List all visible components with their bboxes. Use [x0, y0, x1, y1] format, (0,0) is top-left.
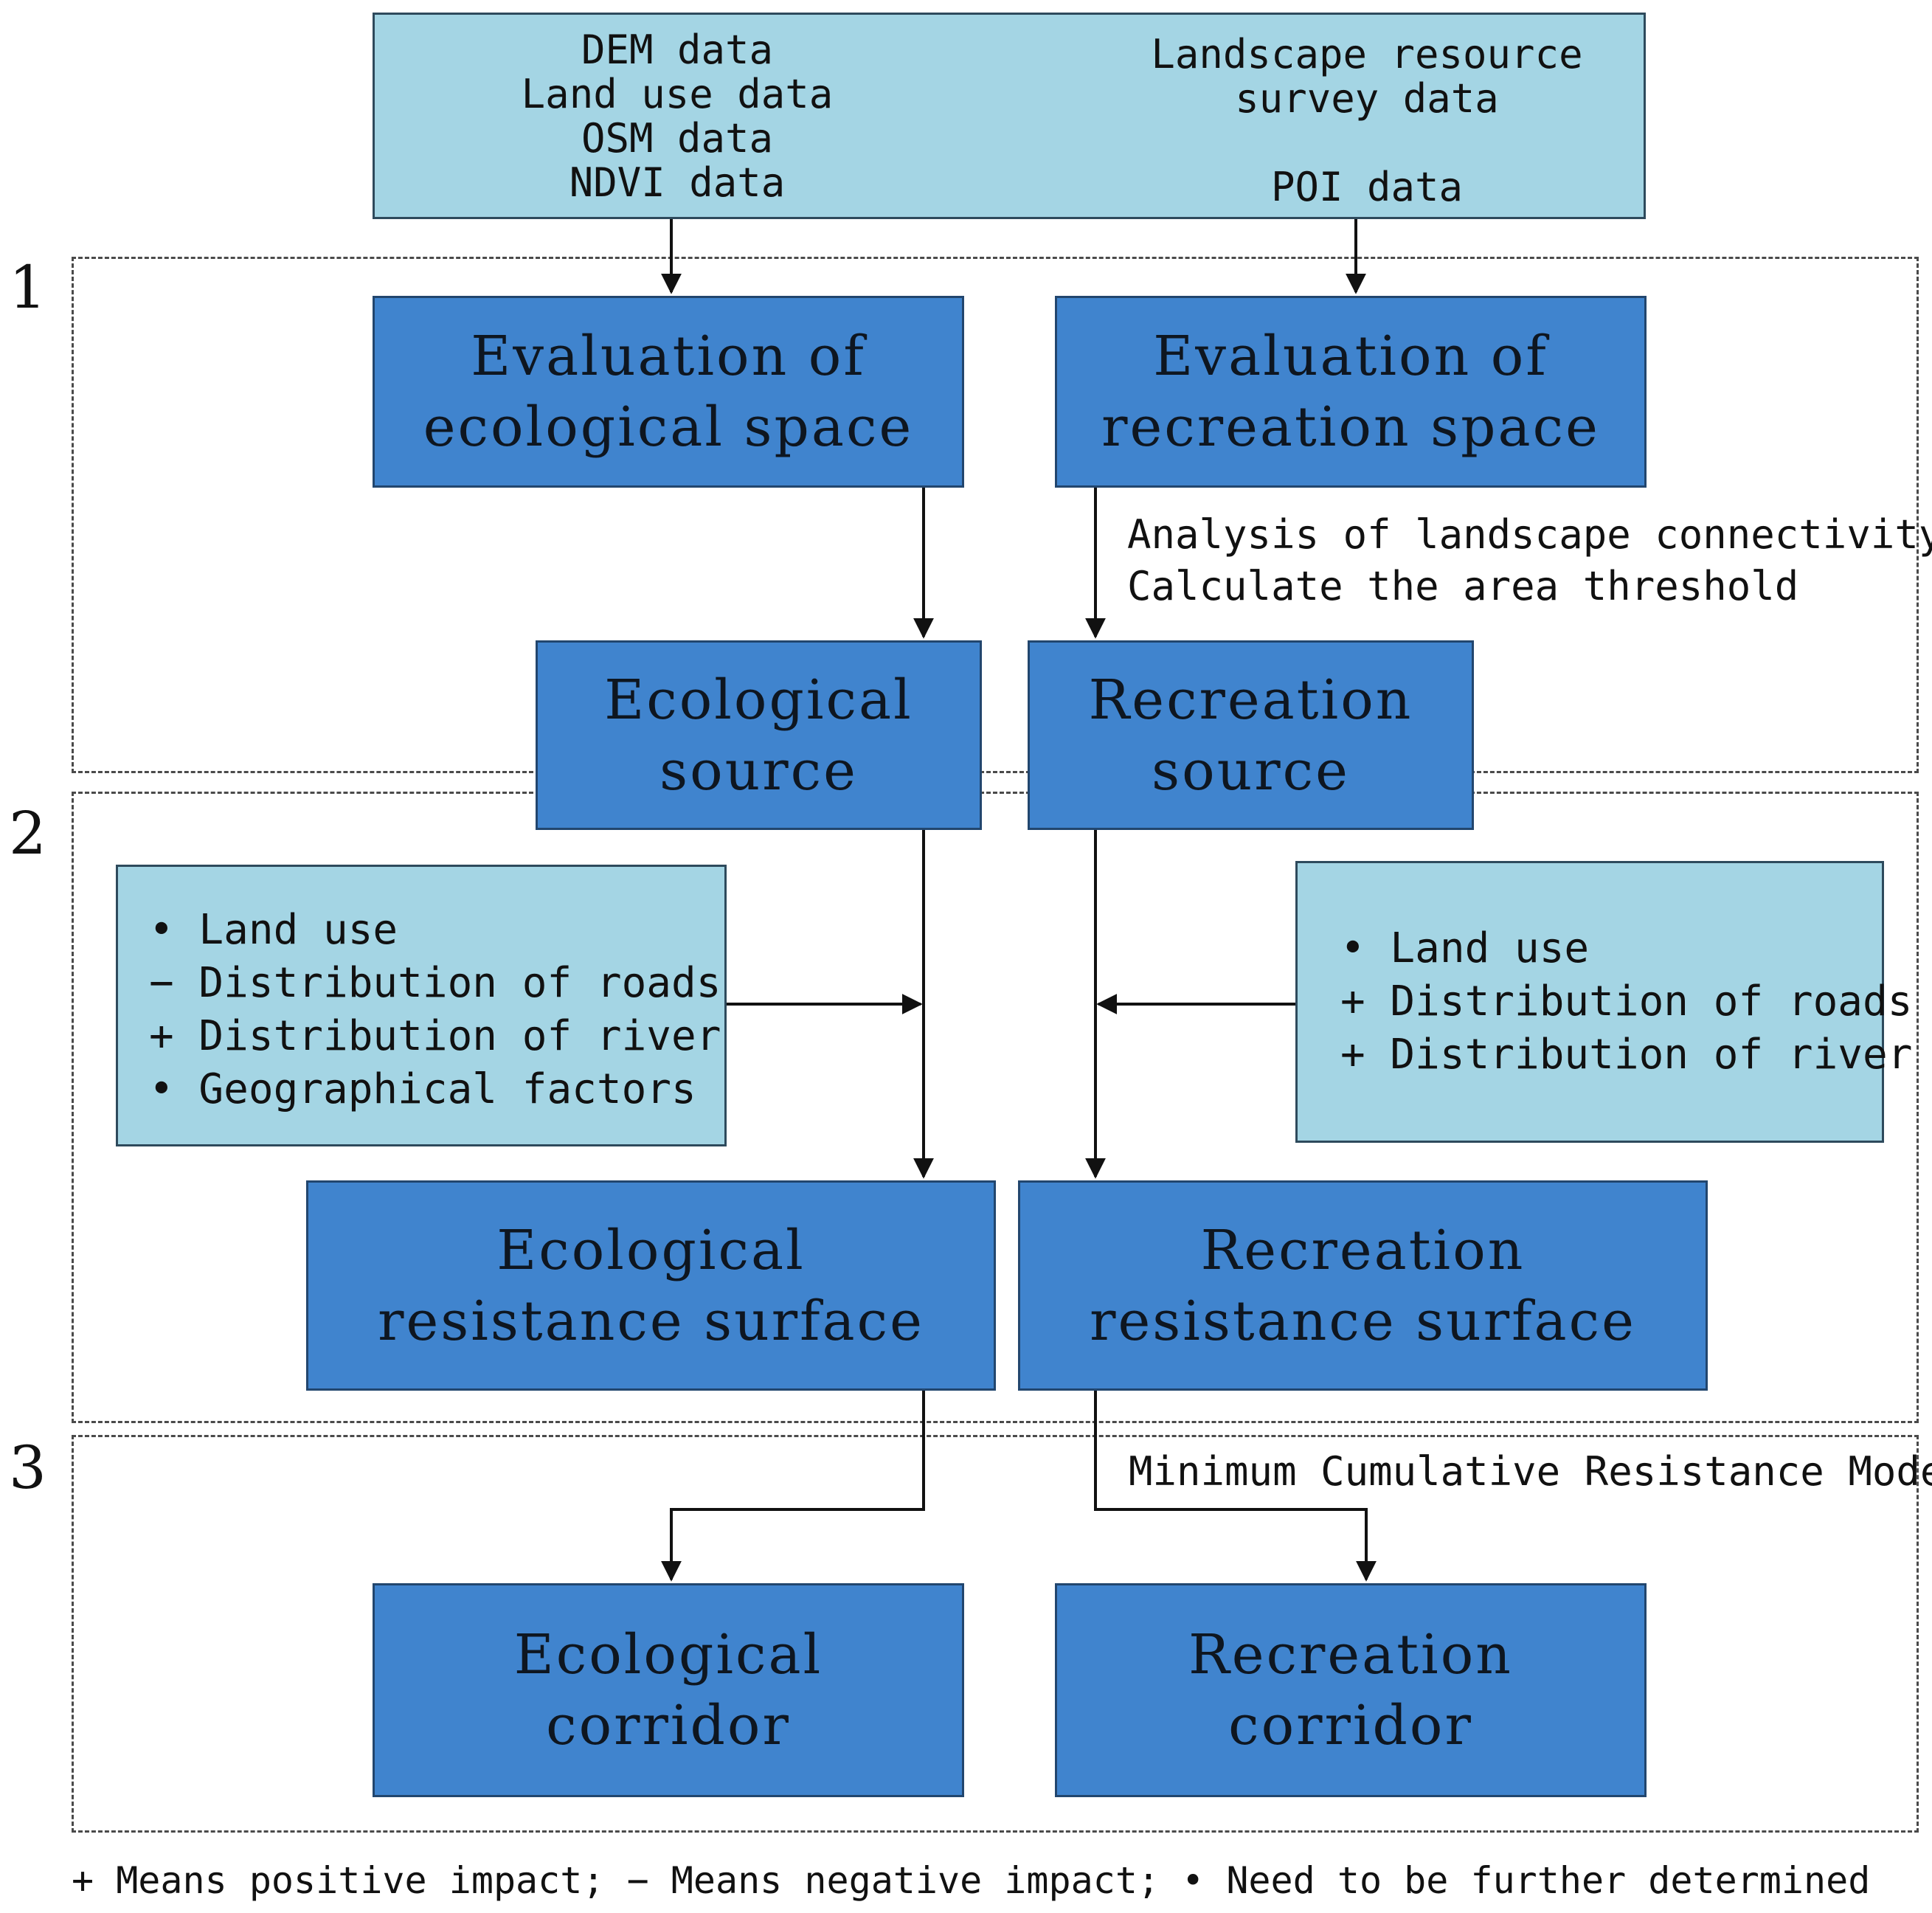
eval-recreation-space-box: Evaluation of recreation space: [1055, 296, 1647, 488]
ecological-source-box: Ecological source: [536, 640, 982, 830]
factor-item: • Land use: [149, 906, 398, 954]
eval-ecological-space-box: Evaluation of ecological space: [373, 296, 964, 488]
ecological-factors-list: • Land use − Distribution of roads + Dis…: [149, 904, 721, 1116]
section-1-number: 1: [9, 253, 46, 322]
section-2-number: 2: [9, 799, 46, 868]
input-line: DEM data: [581, 27, 774, 73]
mcr-model-annotation: Minimum Cumulative Resistance Model: [1129, 1448, 1932, 1495]
recreation-factors-list: • Land use + Distribution of roads + Dis…: [1340, 922, 1912, 1082]
factor-item: • Geographical factors: [149, 1065, 696, 1113]
section-3-frame: [72, 1435, 1919, 1833]
factor-item: + Distribution of roads: [1340, 978, 1913, 1025]
input-line: Landscape resource: [1151, 31, 1583, 77]
input-line: OSM data: [581, 115, 774, 162]
section-1-frame: [72, 257, 1919, 773]
section-2-frame: [72, 792, 1919, 1423]
input-line: POI data: [1270, 164, 1464, 210]
input-data-right: Landscape resource survey data POI data: [1112, 32, 1621, 210]
recreation-resistance-surface-box: Recreation resistance surface: [1018, 1180, 1708, 1391]
input-line: survey data: [1235, 75, 1499, 122]
legend-text: + Means positive impact; − Means negativ…: [72, 1859, 1871, 1902]
ecological-resistance-surface-box: Ecological resistance surface: [306, 1180, 996, 1391]
recreation-corridor-box: Recreation corridor: [1055, 1583, 1647, 1797]
input-line: NDVI data: [569, 159, 786, 206]
ecological-factors-box: • Land use − Distribution of roads + Dis…: [116, 865, 727, 1146]
input-data-box: DEM data Land use data OSM data NDVI dat…: [373, 13, 1646, 219]
factor-item: + Distribution of river: [1340, 1031, 1913, 1079]
input-line: Land use data: [521, 71, 834, 117]
factor-item: − Distribution of roads: [149, 959, 721, 1007]
ecological-corridor-box: Ecological corridor: [373, 1583, 964, 1797]
input-data-left: DEM data Land use data OSM data NDVI dat…: [471, 28, 884, 205]
connectivity-annotation: Analysis of landscape connectivity Calcu…: [1127, 511, 1932, 609]
recreation-factors-box: • Land use + Distribution of roads + Dis…: [1295, 861, 1912, 1143]
arrow-eco-resistance-to-eco-corridor: [661, 1391, 925, 1582]
factor-item: • Land use: [1340, 924, 1590, 972]
recreation-source-box: Recreation source: [1028, 640, 1474, 830]
arrow-rec-resistance-to-rec-corridor: [1094, 1391, 1377, 1582]
factor-item: + Distribution of river: [149, 1012, 721, 1060]
section-3-number: 3: [9, 1433, 46, 1502]
